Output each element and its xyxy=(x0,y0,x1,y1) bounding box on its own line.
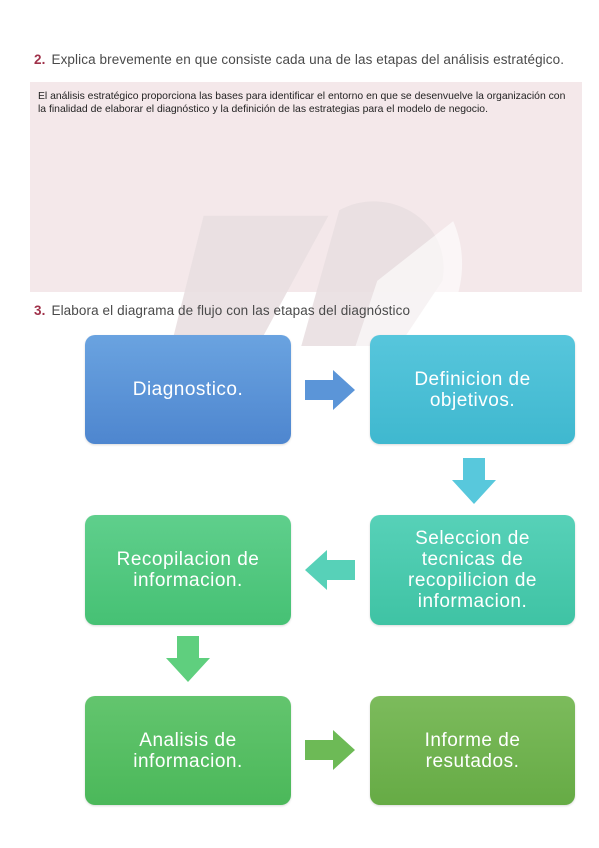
question-2-text: Explica brevemente en que consiste cada … xyxy=(51,52,565,67)
flow-step-diagnostico: Diagnostico. xyxy=(85,335,291,444)
flow-step-label: Seleccion de tecnicas de recopilicion de… xyxy=(408,528,537,612)
answer-box: El análisis estratégico proporciona las … xyxy=(30,82,582,346)
arrow-right-icon xyxy=(305,370,355,410)
flow-step-label: Diagnostico. xyxy=(132,379,244,400)
flow-step-objetivos: Definicion de objetivos. xyxy=(370,335,575,444)
flow-step-informe: Informe de resutados. xyxy=(370,696,575,805)
flow-step-recopilacion: Recopilacion de informacion. xyxy=(85,515,291,625)
question-3-number: 3. xyxy=(34,303,46,318)
arrow-down-icon xyxy=(166,636,210,682)
question-2-number: 2. xyxy=(34,52,46,67)
answer-2-text: El análisis estratégico proporciona las … xyxy=(38,91,566,116)
arrow-left-icon xyxy=(305,550,355,590)
arrow-down-icon xyxy=(452,458,496,504)
flow-step-label: Analisis de informacion. xyxy=(133,729,243,772)
flow-step-analisis: Analisis de informacion. xyxy=(85,696,291,805)
flow-step-seleccion-tecnicas: Seleccion de tecnicas de recopilicion de… xyxy=(370,515,575,625)
flow-step-label: Definicion de objetivos. xyxy=(414,368,531,411)
flow-step-label: Recopilacion de informacion. xyxy=(116,549,260,591)
question-2: 2. Explica brevemente en que consiste cad… xyxy=(34,52,564,67)
question-3-text: Elabora el diagrama de flujo con las eta… xyxy=(51,303,411,318)
arrow-right-icon xyxy=(305,730,355,770)
question-3: 3. Elabora el diagrama de flujo con las e… xyxy=(34,303,410,318)
flow-step-label: Informe de resutados. xyxy=(424,729,521,772)
